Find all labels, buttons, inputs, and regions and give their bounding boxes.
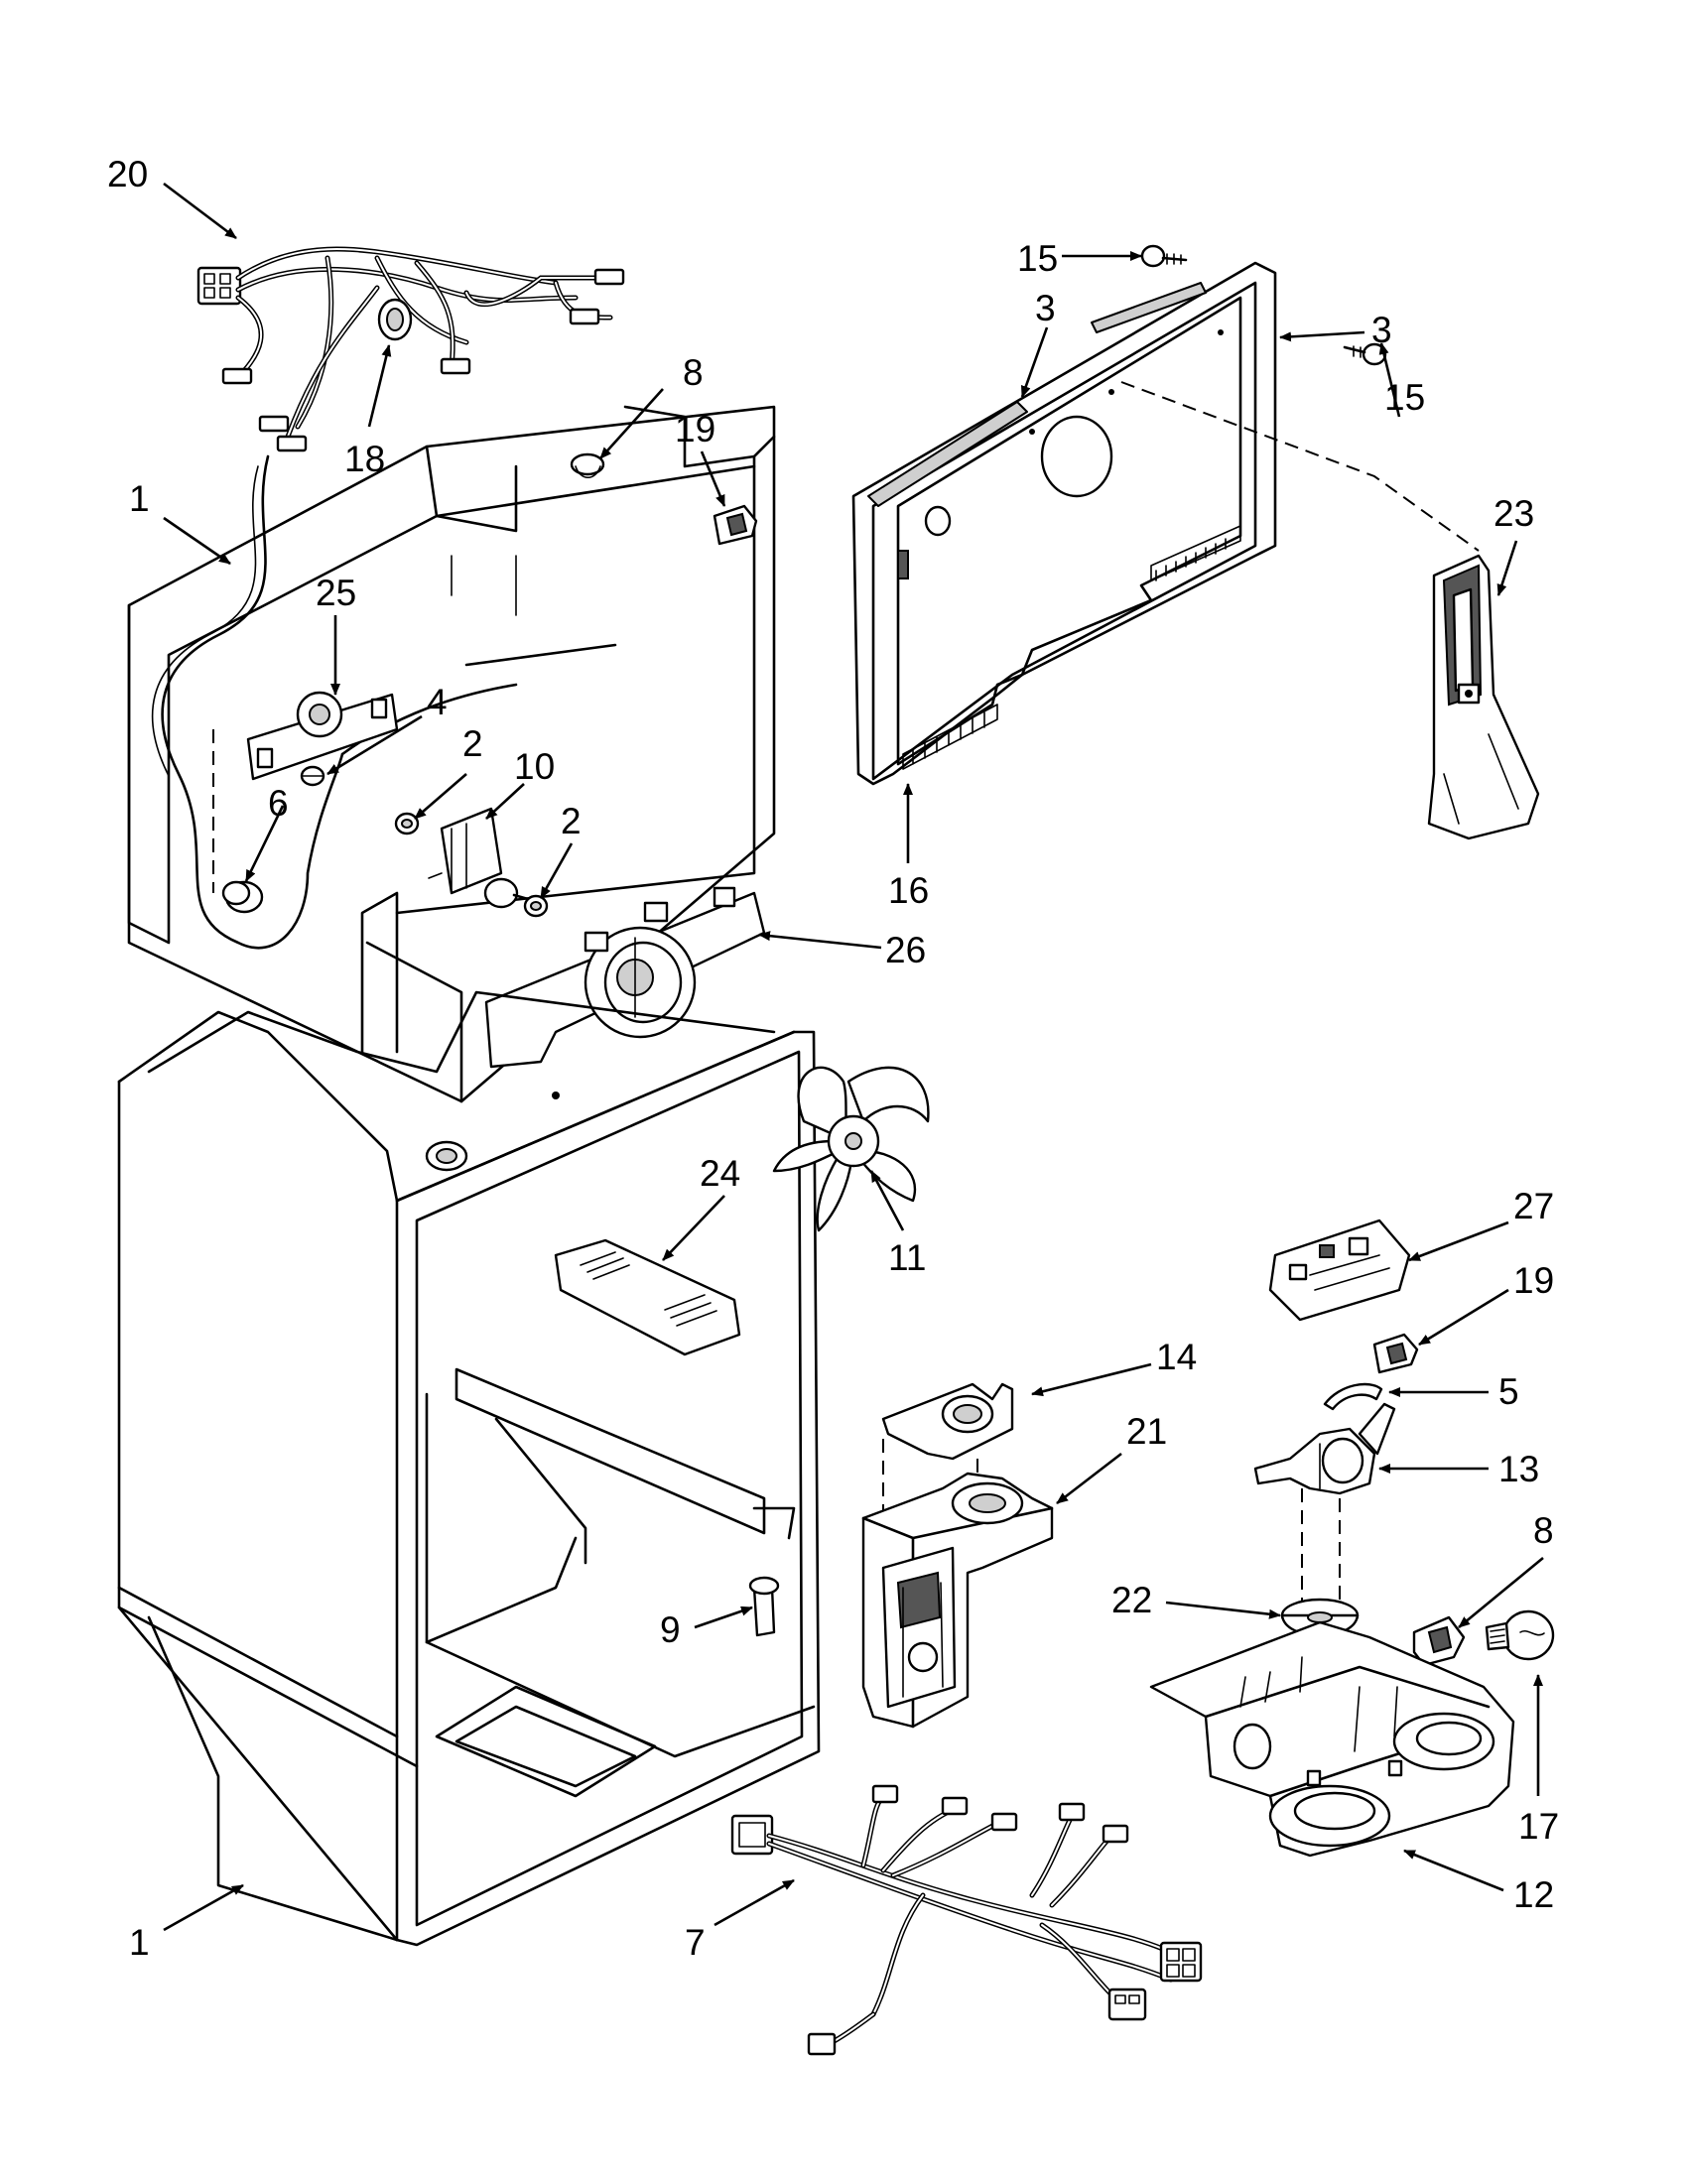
callout-18: 18 — [344, 439, 385, 479]
callout-labels: 20 18 8 19 1 25 4 6 2 10 2 26 15 3 3 15 … — [107, 154, 1559, 1963]
callout-23: 23 — [1493, 493, 1534, 534]
arrow-23 — [1496, 540, 1518, 596]
callout-9: 9 — [660, 1609, 681, 1650]
freezer-liner-part — [127, 405, 776, 1103]
callout-4: 4 — [427, 682, 448, 722]
callout-22: 22 — [1111, 1580, 1152, 1620]
callout-15: 15 — [1384, 377, 1425, 418]
callout-7: 7 — [685, 1922, 706, 1963]
arrow-14 — [1031, 1362, 1152, 1397]
arrow-2a — [414, 773, 467, 820]
nut-part-2a — [394, 812, 420, 835]
callout-13: 13 — [1498, 1449, 1539, 1489]
assembly-dashed-line-23 — [1120, 381, 1480, 552]
callout-19: 19 — [675, 409, 715, 450]
callout-3: 3 — [1035, 288, 1056, 328]
arrow-1b — [163, 1883, 244, 1932]
arrow-12 — [1403, 1849, 1504, 1892]
air-duct-cover-part — [1427, 554, 1540, 840]
callout-3: 3 — [1371, 310, 1392, 350]
callout-5: 5 — [1498, 1371, 1519, 1412]
callout-16: 16 — [888, 870, 929, 911]
knob-part — [212, 729, 264, 914]
arrow-3b — [1279, 330, 1365, 342]
switch-part-lower — [1372, 1333, 1419, 1374]
arrow-4 — [326, 714, 423, 776]
lamp-socket-part-lower — [1412, 1615, 1466, 1667]
screw-part-4 — [300, 765, 325, 787]
callout-arrows — [163, 182, 1544, 1932]
fan-motor-housing-part — [484, 886, 766, 1069]
control-board-part — [1268, 1219, 1411, 1322]
callout-2: 2 — [462, 723, 483, 764]
callout-15: 15 — [1017, 238, 1058, 279]
nut-part-2b — [523, 894, 549, 918]
fresh-food-liner-part — [117, 990, 821, 1947]
callout-1: 1 — [129, 478, 150, 519]
clip-part — [1323, 1382, 1383, 1411]
callout-12: 12 — [1513, 1874, 1554, 1915]
vent-cover-part — [554, 1238, 741, 1356]
shroud-top-part — [881, 1382, 1014, 1461]
callout-10: 10 — [514, 746, 555, 787]
air-duct-assembly-part — [861, 1472, 1054, 1729]
arrow-3a — [1020, 326, 1049, 398]
callout-19: 19 — [1513, 1260, 1554, 1301]
arrow-19a — [700, 450, 726, 507]
insulation-strip-part-3b — [1091, 282, 1207, 333]
callout-25: 25 — [316, 573, 356, 613]
arrow-18 — [367, 344, 392, 428]
callout-8: 8 — [683, 352, 704, 393]
light-housing-part — [1149, 1620, 1515, 1858]
arrow-19b — [1418, 1288, 1509, 1347]
arrow-15b — [1378, 342, 1401, 418]
damper-part — [1253, 1402, 1396, 1495]
arrow-6 — [244, 805, 285, 882]
arrow-21 — [1056, 1452, 1122, 1505]
switch-part-upper — [713, 504, 758, 546]
callout-11: 11 — [888, 1237, 926, 1278]
wire-harness-upper-part — [196, 246, 625, 452]
arrow-22 — [1165, 1601, 1281, 1619]
arrow-2b — [539, 842, 574, 899]
callout-17: 17 — [1518, 1806, 1559, 1847]
arrow-7 — [714, 1878, 795, 1927]
arrow-20 — [163, 182, 237, 240]
control-bracket-part — [246, 691, 399, 781]
callout-1: 1 — [129, 1922, 150, 1963]
wire-harness-lower-part — [730, 1784, 1203, 2056]
plug-part — [748, 1576, 780, 1637]
callout-6: 6 — [268, 783, 289, 824]
insulation-strip-part-3a — [867, 401, 1028, 507]
arrow-11 — [869, 1170, 905, 1231]
callout-21: 21 — [1126, 1411, 1167, 1452]
callout-20: 20 — [107, 154, 148, 194]
callout-14: 14 — [1156, 1337, 1197, 1377]
arrow-8a — [599, 388, 664, 459]
callout-26: 26 — [885, 930, 926, 970]
arrow-10 — [485, 783, 525, 820]
rear-panel-part — [851, 261, 1277, 786]
screw-part-15a — [1140, 244, 1188, 268]
arrow-24 — [662, 1195, 725, 1261]
arrow-9 — [694, 1606, 753, 1629]
arrow-1a — [163, 516, 231, 566]
callout-24: 24 — [700, 1153, 740, 1194]
fan-blade-part — [772, 1066, 930, 1232]
callout-2: 2 — [561, 801, 582, 841]
arrow-26 — [758, 931, 882, 950]
temperature-control-part — [428, 807, 530, 909]
callout-27: 27 — [1513, 1186, 1554, 1226]
arrow-27 — [1408, 1220, 1509, 1262]
callout-8: 8 — [1533, 1510, 1554, 1551]
arrow-8b — [1458, 1556, 1544, 1629]
light-bulb-part — [1485, 1609, 1555, 1661]
lamp-socket-part-upper — [570, 452, 605, 479]
